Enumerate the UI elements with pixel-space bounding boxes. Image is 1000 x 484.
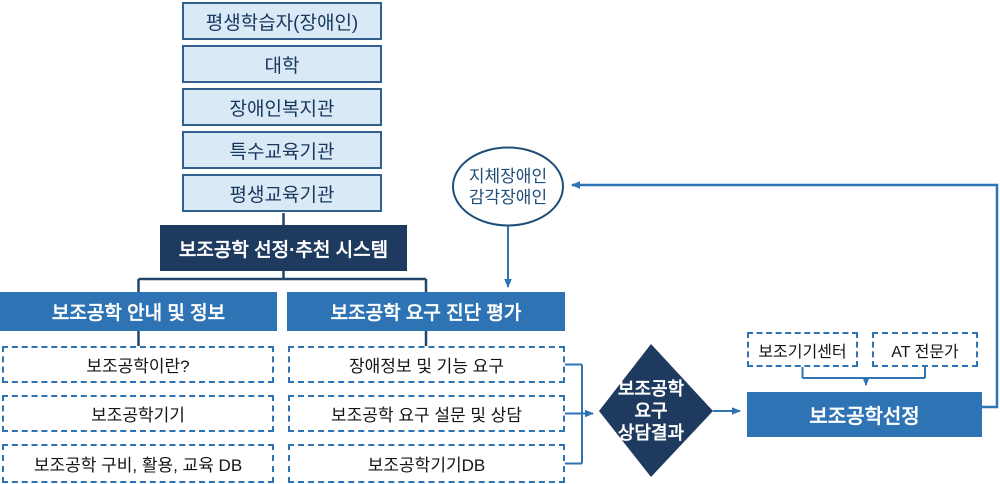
decision-label: 보조공학 요구 상담결과 (591, 377, 711, 445)
expert-box-device-center: 보조기기센터 (747, 332, 858, 367)
source-box-lifelong-education: 평생교육기관 (182, 174, 382, 212)
expert-box-at-expert: AT 전문가 (872, 332, 978, 367)
user-group-line2: 감각장애인 (468, 187, 548, 207)
user-group-line1: 지체장애인 (468, 166, 548, 186)
assessment-item-device-db: 보조공학기기DB (288, 444, 565, 483)
decision-line1: 보조공학 (617, 379, 685, 399)
system-box: 보조공학 선정·추천 시스템 (160, 225, 407, 271)
decision-line3: 상담결과 (617, 423, 685, 443)
assessment-branch-header: 보조공학 요구 진단 평가 (287, 292, 565, 331)
decision-line2: 요구 (634, 401, 668, 421)
info-branch-header: 보조공학 안내 및 정보 (0, 292, 277, 331)
bracket-assessment-items (565, 363, 583, 465)
source-box-welfare-center: 장애인복지관 (182, 88, 382, 126)
info-item-at-db: 보조공학 구비, 활용, 교육 DB (2, 444, 274, 483)
connector-headers-to-items (137, 331, 428, 346)
assessment-item-survey-counseling: 보조공학 요구 설문 및 상담 (288, 395, 565, 432)
connector-experts (801, 367, 926, 379)
user-group-label: 지체장애인 감각장애인 (453, 148, 563, 225)
decision-diamond-shape (599, 344, 713, 477)
assessment-item-disability-info: 장애정보 및 기능 요구 (288, 346, 565, 383)
user-group-ellipse-shape (452, 146, 564, 227)
source-box-special-education: 특수교육기관 (182, 131, 382, 169)
connector-system-branch (137, 271, 428, 292)
selection-box: 보조공학선정 (747, 392, 982, 437)
info-item-what-is-at: 보조공학이란? (2, 346, 274, 383)
arrow-selection-feedback-to-usergroup (571, 181, 999, 409)
source-box-university: 대학 (182, 45, 382, 83)
source-box-lifelong-learner: 평생학습자(장애인) (182, 2, 382, 40)
info-item-at-devices: 보조공학기기 (2, 395, 274, 432)
